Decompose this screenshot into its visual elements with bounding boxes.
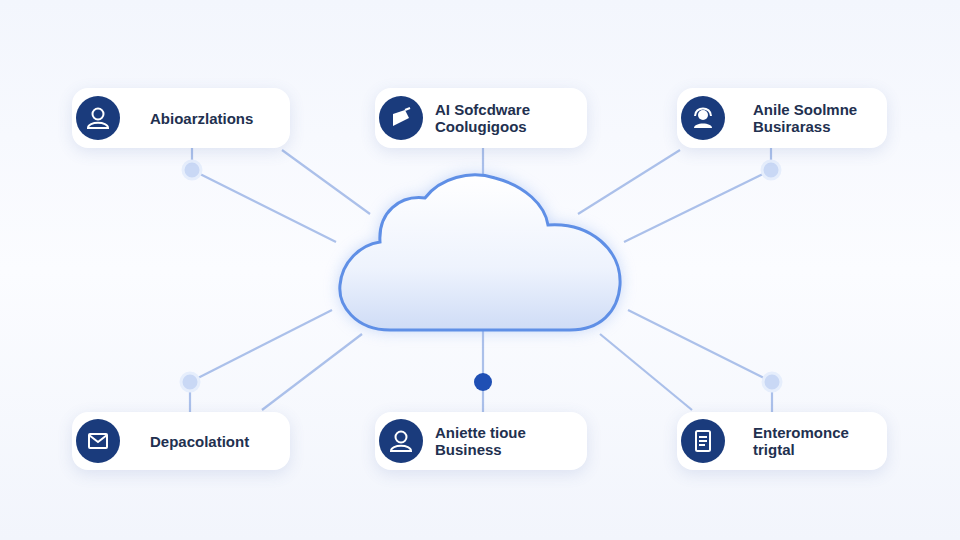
wire <box>262 334 362 410</box>
cloud-glow <box>340 175 620 330</box>
icon-badge <box>379 96 423 140</box>
service-box: Anile Soolmne Busirarass <box>677 88 887 148</box>
junction-dots <box>181 161 781 391</box>
icon-badge <box>681 96 725 140</box>
service-box: Aniette tioue Business <box>375 412 587 470</box>
icon-badge <box>76 419 120 463</box>
junction-dot <box>474 373 492 391</box>
box-label: Abioarzlations <box>150 110 282 127</box>
text-group: Abioarzlations <box>150 110 282 127</box>
wire <box>628 310 772 382</box>
text-group: Enteromonce trigtal <box>753 424 885 458</box>
junction-dot <box>762 161 780 179</box>
service-box: Depacolationt <box>72 412 290 470</box>
text-group: Anile Soolmne Busirarass <box>753 101 885 135</box>
box-label: Aniette tioue Business <box>435 424 567 458</box>
box-label: Anile Soolmne Busirarass <box>753 101 885 135</box>
wire <box>282 150 370 214</box>
service-box: Abioarzlations <box>72 88 290 148</box>
junction-dot <box>183 161 201 179</box>
box-label: Enteromonce trigtal <box>753 424 885 458</box>
icon-badge <box>76 96 120 140</box>
box-label: Depacolationt <box>150 433 282 450</box>
cloud-shape <box>340 175 620 330</box>
text-group: Depacolationt <box>150 433 282 450</box>
wire <box>190 310 332 382</box>
wire <box>192 170 336 242</box>
service-box: AI Sofcdware Coolugigoos <box>375 88 587 148</box>
icon-badge <box>379 419 423 463</box>
text-group: Aniette tioue Business <box>435 424 567 458</box>
junction-dot <box>763 373 781 391</box>
text-group: AI Sofcdware Coolugigoos <box>435 101 567 135</box>
wire <box>624 170 771 242</box>
wire <box>600 334 692 410</box>
wire <box>578 150 680 214</box>
wire <box>482 330 484 412</box>
box-label: AI Sofcdware Coolugigoos <box>435 101 567 135</box>
junction-dot <box>181 373 199 391</box>
service-box: Enteromonce trigtal <box>677 412 887 470</box>
icon-badge <box>681 419 725 463</box>
connector-lines <box>190 148 772 412</box>
